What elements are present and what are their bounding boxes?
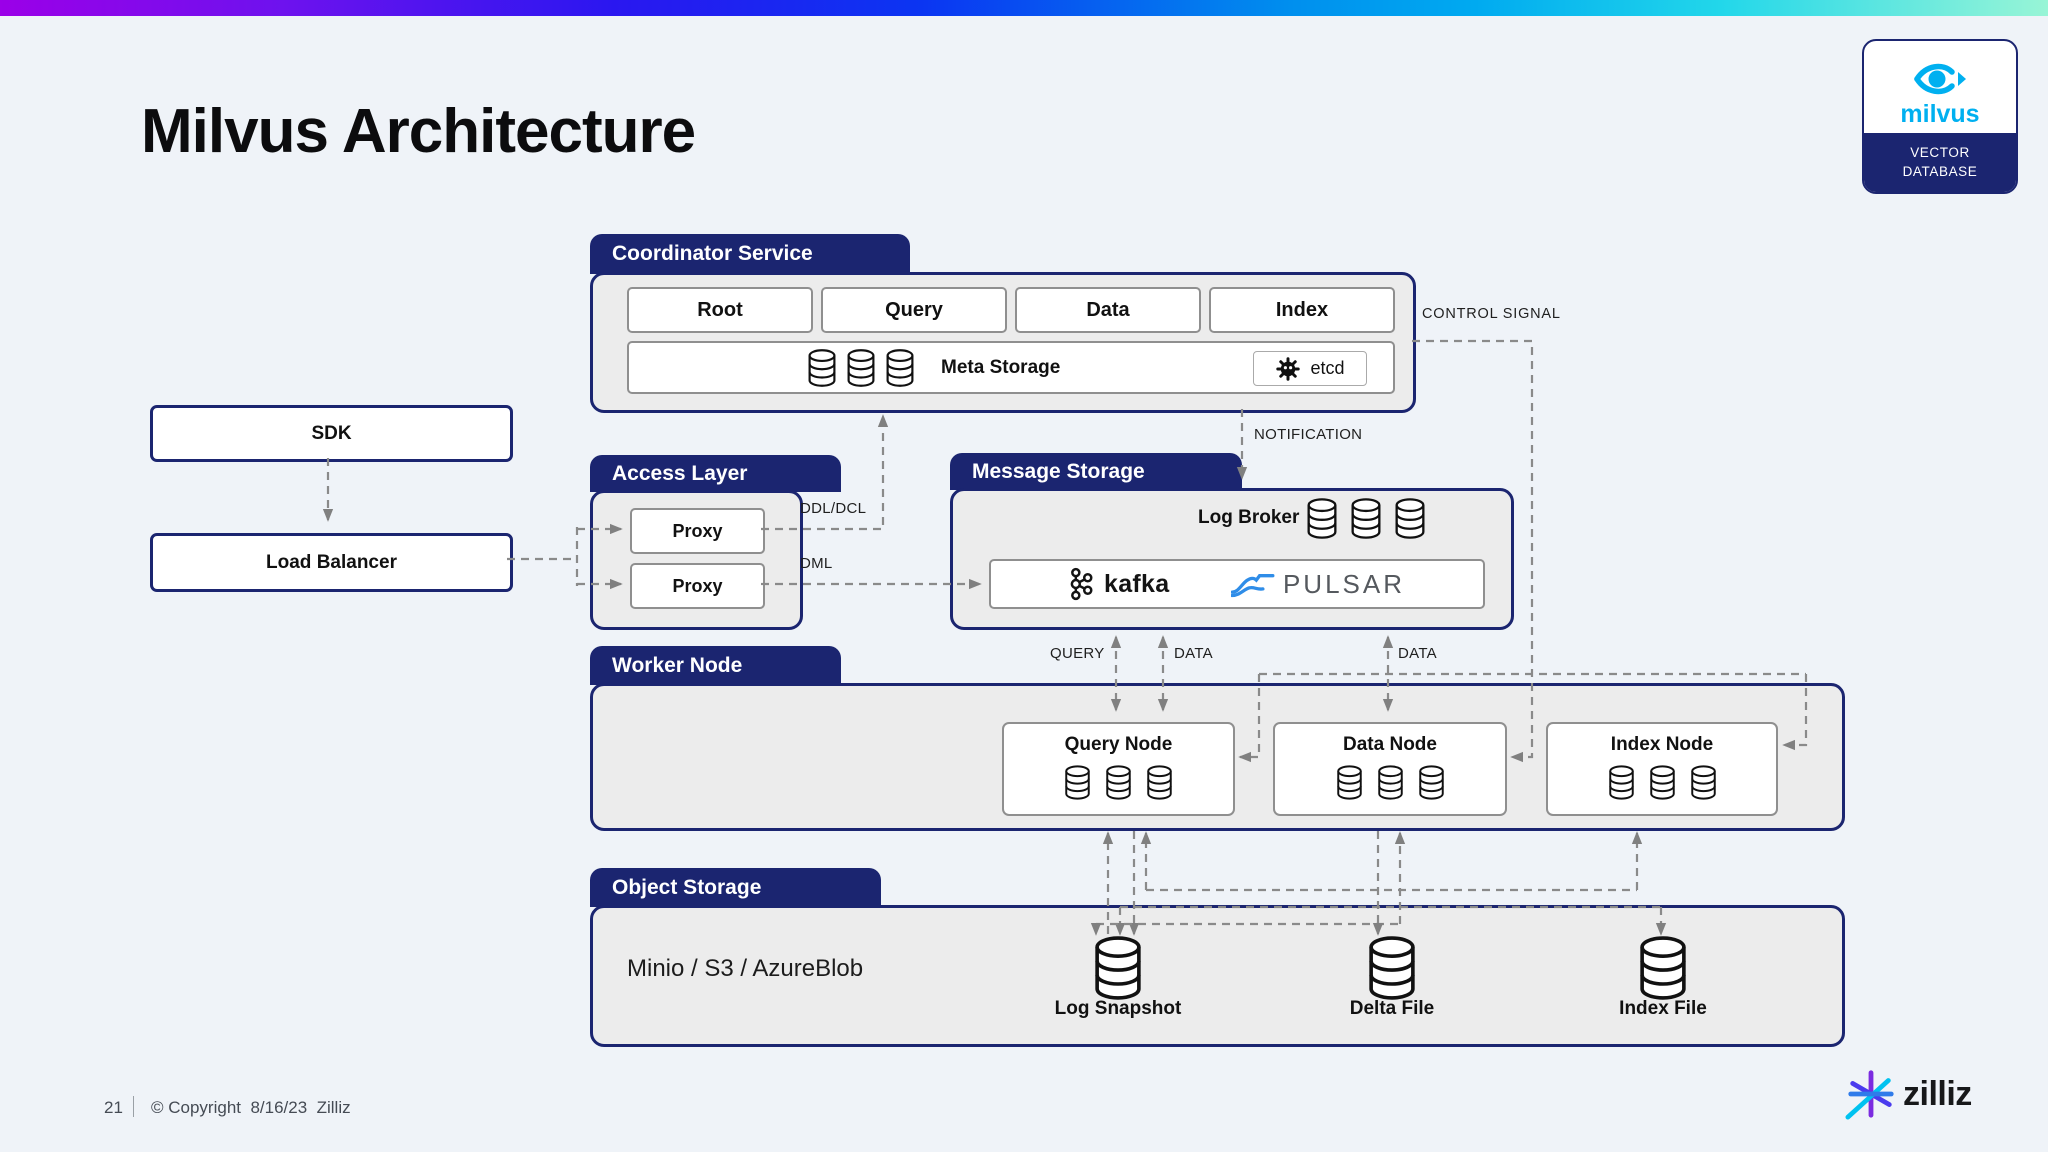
- coord-query-label: Query: [885, 298, 943, 321]
- message-storage-label: Message Storage: [972, 459, 1145, 483]
- log-broker-label: Log Broker: [1198, 507, 1300, 528]
- edge-label-data-left: DATA: [1174, 645, 1213, 662]
- brand-gradient-bar: [0, 0, 2048, 16]
- database-cylinder-icon: [1064, 765, 1091, 800]
- load-balancer-label: Load Balancer: [266, 551, 397, 573]
- proxy-label-1: Proxy: [672, 520, 723, 541]
- milvus-eye-icon: [1911, 59, 1969, 99]
- milvus-badge-caption: VECTOR DATABASE: [1864, 133, 2016, 192]
- pulsar-logo: PULSAR: [1231, 569, 1405, 600]
- database-cylinder-icon: [1377, 765, 1404, 800]
- database-cylinder-icon: [1635, 936, 1691, 1000]
- kafka-logo: kafka: [1069, 567, 1169, 601]
- milvus-wordmark: milvus: [1900, 100, 1980, 128]
- meta-storage-label: Meta Storage: [941, 356, 1061, 378]
- object-storage-providers: Minio / S3 / AzureBlob: [627, 955, 864, 982]
- proxy-box-1: Proxy: [630, 508, 765, 554]
- edge-label-control-signal: CONTROL SIGNAL: [1422, 306, 1561, 322]
- pulsar-swoosh-icon: [1231, 570, 1275, 599]
- database-cylinder-icon: [1418, 765, 1445, 800]
- database-cylinder-icon: [1608, 765, 1635, 800]
- pulsar-label: PULSAR: [1282, 568, 1405, 599]
- page-number: 21: [104, 1098, 123, 1117]
- database-cylinder-icon: [1649, 765, 1676, 800]
- footer-divider: [133, 1096, 134, 1117]
- copyright-text: © Copyright 8/16/23 Zilliz: [151, 1098, 351, 1117]
- log-snapshot-label: Log Snapshot: [1054, 998, 1182, 1019]
- data-node-cylinders: [1336, 765, 1445, 800]
- database-cylinder-icon: [1146, 765, 1173, 800]
- database-cylinder-icon: [885, 349, 915, 387]
- log-broker-cylinders: [1306, 498, 1426, 539]
- meta-storage-row: Meta Storage etcd: [627, 341, 1395, 394]
- database-cylinder-icon: [1336, 765, 1363, 800]
- query-node-cylinders: [1064, 765, 1173, 800]
- data-node-box: Data Node: [1273, 722, 1507, 816]
- meta-storage-cylinders: [807, 349, 915, 387]
- edge-label-data-right: DATA: [1398, 645, 1437, 662]
- message-storage-tab: Message Storage: [950, 453, 1242, 490]
- etcd-chip: etcd: [1253, 351, 1367, 386]
- database-cylinder-icon: [1394, 498, 1426, 539]
- coord-root: Root: [627, 287, 813, 333]
- edge-label-ddl: DDL/DCL: [800, 500, 867, 517]
- edge-label-notification: NOTIFICATION: [1254, 426, 1363, 443]
- zilliz-wordmark: zilliz: [1903, 1074, 1972, 1113]
- coord-query: Query: [821, 287, 1007, 333]
- coordinator-service-label: Coordinator Service: [612, 242, 813, 265]
- database-cylinder-icon: [1105, 765, 1132, 800]
- object-storage-panel: [590, 905, 1845, 1047]
- gear-icon: [1275, 356, 1301, 382]
- object-storage-label: Object Storage: [612, 875, 762, 899]
- coord-index-label: Index: [1275, 298, 1329, 321]
- worker-node-tab: Worker Node: [590, 646, 841, 685]
- coord-root-label: Root: [697, 298, 743, 321]
- proxy-box-2: Proxy: [630, 563, 765, 609]
- database-cylinder-icon: [1306, 498, 1338, 539]
- load-balancer-box: Load Balancer: [150, 533, 513, 592]
- badge-caption-line2: DATABASE: [1902, 163, 1978, 179]
- proxy-label-2: Proxy: [672, 575, 723, 596]
- access-layer-label: Access Layer: [612, 461, 748, 485]
- index-file-label: Index File: [1619, 998, 1707, 1019]
- index-node-cylinders: [1608, 765, 1717, 800]
- page-title: Milvus Architecture: [141, 97, 696, 166]
- coord-data-label: Data: [1086, 298, 1130, 321]
- data-node-label: Data Node: [1343, 734, 1437, 755]
- edge-label-dml: DML: [800, 555, 833, 572]
- coord-index: Index: [1209, 287, 1395, 333]
- etcd-label: etcd: [1310, 358, 1345, 378]
- coord-data: Data: [1015, 287, 1201, 333]
- edge-label-query: QUERY: [1050, 645, 1105, 662]
- kafka-label: kafka: [1104, 569, 1170, 598]
- sdk-box: SDK: [150, 405, 513, 462]
- query-node-label: Query Node: [1064, 734, 1173, 755]
- kafka-icon: [1069, 567, 1094, 601]
- milvus-badge-top: milvus: [1864, 41, 2016, 133]
- log-broker-engines-box: kafka PULSAR: [989, 559, 1485, 609]
- access-layer-tab: Access Layer: [590, 455, 841, 492]
- database-cylinder-icon: [1350, 498, 1382, 539]
- database-cylinder-icon: [1364, 936, 1420, 1000]
- database-cylinder-icon: [1690, 765, 1717, 800]
- worker-node-label: Worker Node: [612, 653, 743, 677]
- database-cylinder-icon: [1090, 936, 1146, 1000]
- sdk-label: SDK: [311, 422, 352, 444]
- delta-file-label: Delta File: [1349, 998, 1435, 1019]
- zilliz-logo: zilliz: [1845, 1068, 1972, 1120]
- query-node-box: Query Node: [1002, 722, 1235, 816]
- database-cylinder-icon: [846, 349, 876, 387]
- badge-caption-line1: VECTOR: [1910, 145, 1970, 161]
- database-cylinder-icon: [807, 349, 837, 387]
- milvus-badge: milvus VECTOR DATABASE: [1862, 39, 2018, 194]
- coordinator-service-tab: Coordinator Service: [590, 234, 910, 274]
- index-node-box: Index Node: [1546, 722, 1778, 816]
- index-node-label: Index Node: [1610, 734, 1714, 755]
- zilliz-starburst-icon: [1845, 1068, 1897, 1120]
- object-storage-tab: Object Storage: [590, 868, 881, 907]
